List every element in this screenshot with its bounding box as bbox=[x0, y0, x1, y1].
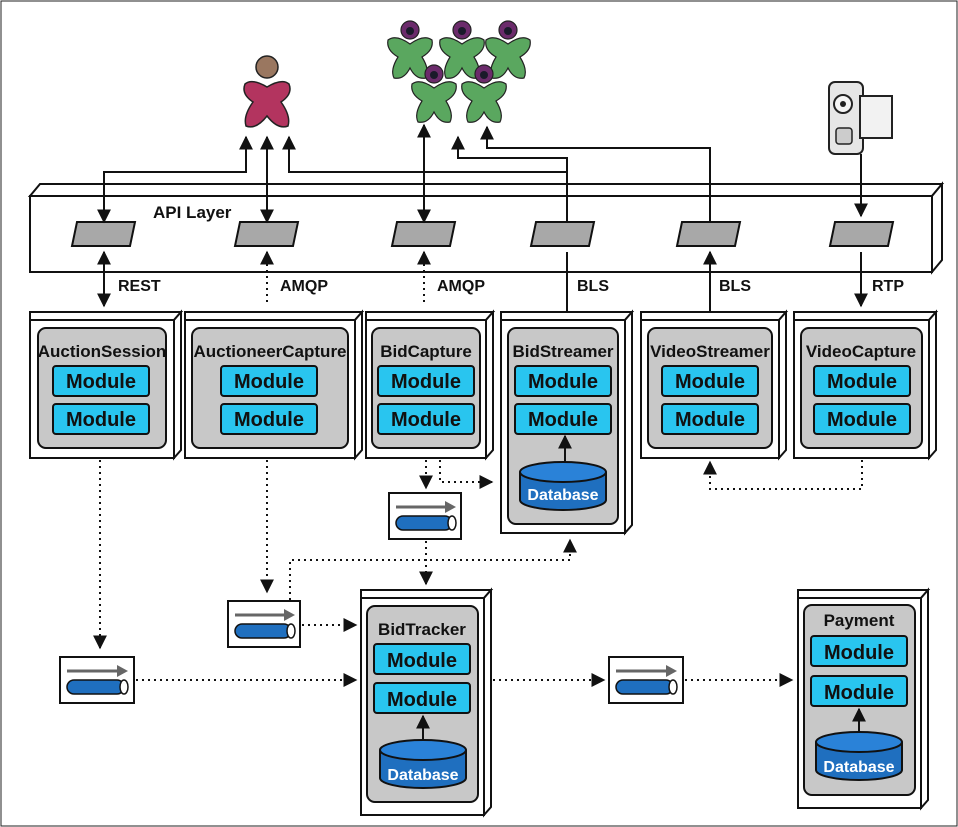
module-box bbox=[52, 403, 150, 435]
service-name: BidStreamer bbox=[512, 342, 613, 361]
queue-icon bbox=[227, 600, 301, 648]
gateway-service-links bbox=[97, 250, 868, 316]
module-box bbox=[220, 365, 318, 397]
module-box bbox=[810, 675, 908, 707]
module-label: Module bbox=[824, 682, 894, 704]
service-name: BidTracker bbox=[378, 620, 466, 639]
service-videocapture: VideoCapture Module Module bbox=[793, 309, 939, 461]
service-name: AuctionSession bbox=[38, 342, 166, 361]
protocol-label-amqp: AMQP bbox=[280, 278, 328, 295]
database-cylinder: Database bbox=[379, 739, 467, 789]
protocol-label-rtp: RTP bbox=[872, 278, 904, 295]
module-label: Module bbox=[675, 371, 745, 393]
api-links bbox=[97, 123, 868, 224]
database-label: Database bbox=[387, 767, 458, 784]
queue-icon bbox=[388, 492, 462, 540]
module-label: Module bbox=[66, 409, 136, 431]
service-auctionsession: AuctionSession Module Module bbox=[29, 309, 184, 461]
module-label: Module bbox=[528, 409, 598, 431]
module-box bbox=[813, 365, 911, 397]
module-box bbox=[52, 365, 150, 397]
bidders-crowd-icon bbox=[387, 20, 531, 123]
database-label: Database bbox=[823, 759, 894, 776]
module-box bbox=[661, 365, 759, 397]
gateway-bidcapture bbox=[390, 221, 457, 247]
service-name: Payment bbox=[824, 611, 895, 630]
service-name: VideoStreamer bbox=[650, 342, 770, 361]
module-box bbox=[810, 635, 908, 667]
async-flows bbox=[93, 460, 863, 687]
module-label: Module bbox=[387, 650, 457, 672]
module-label: Module bbox=[387, 689, 457, 711]
service-name: VideoCapture bbox=[806, 342, 916, 361]
module-box bbox=[661, 403, 759, 435]
service-bidtracker: BidTracker Module Module Database bbox=[360, 587, 494, 818]
module-label: Module bbox=[66, 371, 136, 393]
gateway-bidstreamer bbox=[529, 221, 596, 247]
module-box bbox=[514, 365, 612, 397]
database-cylinder: Database bbox=[815, 731, 903, 781]
module-label: Module bbox=[234, 409, 304, 431]
gateway-videostreamer bbox=[675, 221, 742, 247]
module-label: Module bbox=[234, 371, 304, 393]
service-name: BidCapture bbox=[380, 342, 472, 361]
module-label: Module bbox=[827, 371, 897, 393]
service-bidcapture: BidCapture Module Module bbox=[365, 309, 496, 461]
protocol-label-bls: BLS bbox=[719, 278, 751, 295]
service-auctioneercapture: AuctioneerCapture Module Module bbox=[184, 309, 365, 461]
service-name: AuctioneerCapture bbox=[193, 342, 346, 361]
module-label: Module bbox=[827, 409, 897, 431]
module-label: Module bbox=[675, 409, 745, 431]
protocol-label-rest: REST bbox=[118, 278, 161, 295]
protocol-label-amqp: AMQP bbox=[437, 278, 485, 295]
queue-icon bbox=[608, 656, 684, 704]
database-label: Database bbox=[527, 487, 598, 504]
protocol-labels: REST AMQP AMQP BLS BLS RTP bbox=[118, 278, 904, 295]
module-label: Module bbox=[391, 409, 461, 431]
protocol-label-bls: BLS bbox=[577, 278, 609, 295]
module-label: Module bbox=[824, 642, 894, 664]
module-box bbox=[377, 403, 475, 435]
auctioneer-person-icon bbox=[243, 55, 291, 128]
service-payment: Payment Module Module Database bbox=[797, 587, 931, 811]
database-cylinder: Database bbox=[519, 461, 607, 511]
api-layer-label: API Layer bbox=[153, 203, 232, 222]
queue-icon bbox=[59, 656, 135, 704]
module-box bbox=[373, 643, 471, 675]
gateway-rest bbox=[70, 221, 137, 247]
service-videostreamer: VideoStreamer Module Module bbox=[640, 309, 789, 461]
module-label: Module bbox=[391, 371, 461, 393]
module-box bbox=[514, 403, 612, 435]
service-bidstreamer: BidStreamer Module Module Database bbox=[500, 309, 635, 536]
module-box bbox=[220, 403, 318, 435]
video-camera-icon bbox=[828, 81, 893, 155]
gateway-videocapture bbox=[828, 221, 895, 247]
module-box bbox=[377, 365, 475, 397]
api-gateways bbox=[70, 221, 895, 247]
module-label: Module bbox=[528, 371, 598, 393]
gateway-auctioneer bbox=[233, 221, 300, 247]
api-layer-bar: API Layer bbox=[27, 181, 945, 275]
module-box bbox=[373, 682, 471, 714]
module-box bbox=[813, 403, 911, 435]
